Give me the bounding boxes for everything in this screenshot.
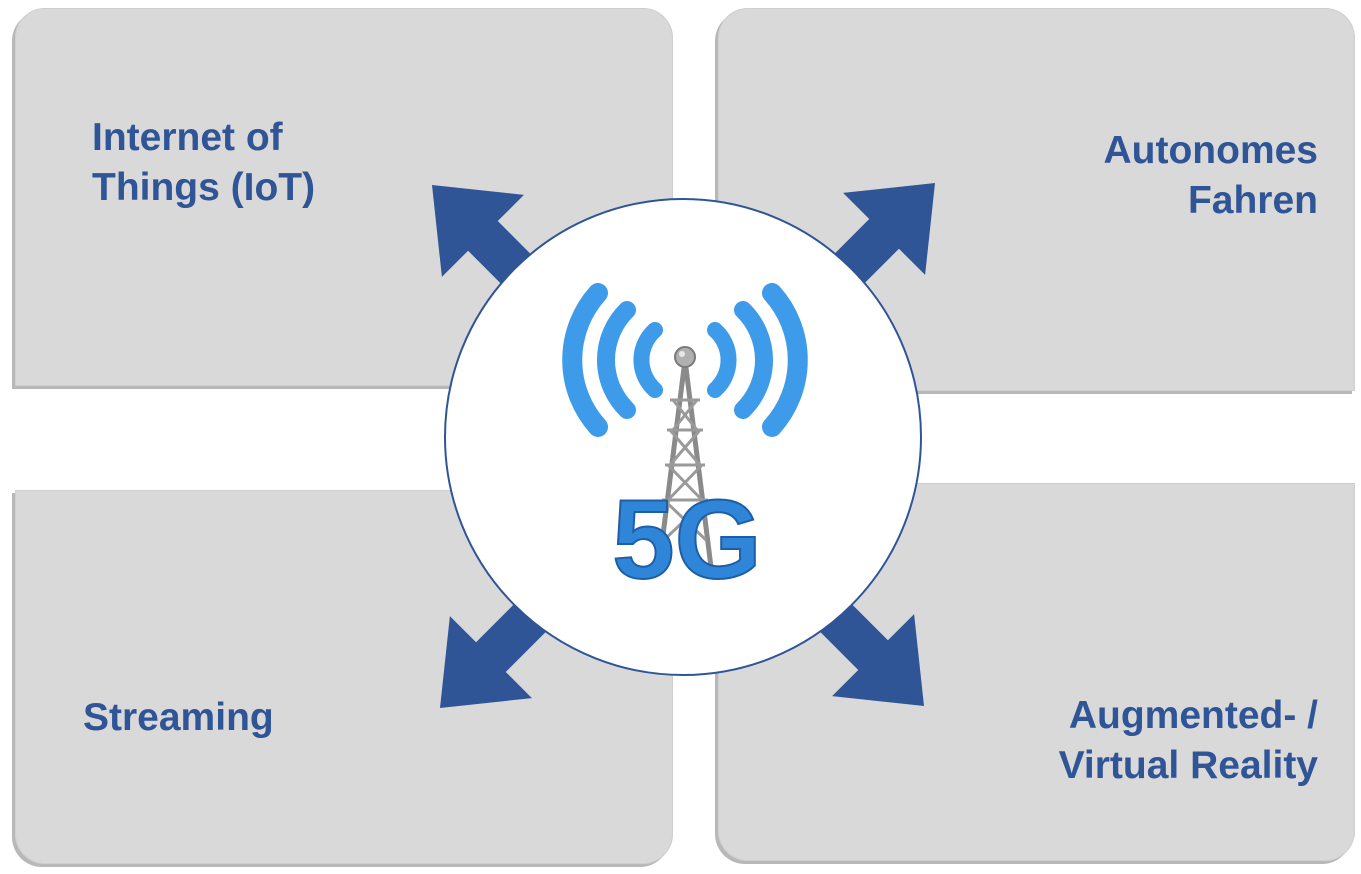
label-streaming: Streaming bbox=[83, 696, 274, 739]
label-internet-of-things: Internet of Things (IoT) bbox=[92, 116, 316, 209]
label-augmented-virtual-reality: Augmented- / Virtual Reality bbox=[1058, 694, 1318, 787]
5g-label: 5G bbox=[612, 477, 761, 602]
label-autonomes-fahren: Autonomes Fahren bbox=[1103, 129, 1319, 222]
center-circle bbox=[444, 198, 922, 676]
5g-antenna-icon: 5G bbox=[562, 283, 808, 603]
